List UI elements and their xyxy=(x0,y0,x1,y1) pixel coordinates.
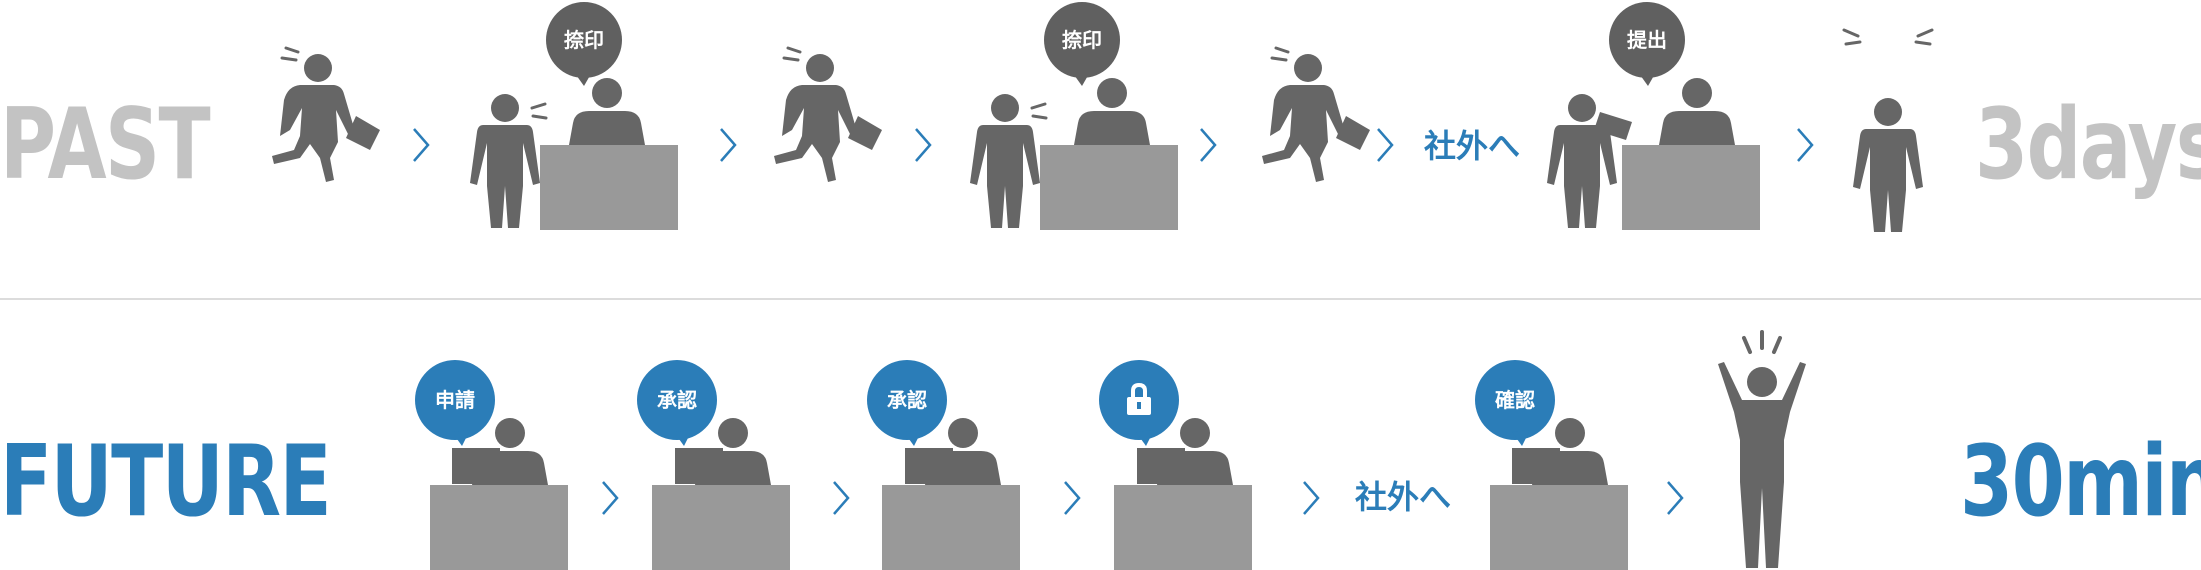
outside-label: 社外へ xyxy=(1424,127,1520,165)
past-standing-2 xyxy=(970,94,1040,228)
past-label: PAST xyxy=(0,88,211,202)
chevron-icon xyxy=(414,129,428,161)
bubble-label: 捺印 xyxy=(1062,28,1102,52)
desk xyxy=(540,145,678,230)
stamp-bubble-2 xyxy=(1044,2,1120,78)
bubble-label: 確認 xyxy=(1495,388,1535,412)
laptop-icon xyxy=(452,448,500,484)
speech-marks-icon xyxy=(1030,102,1048,120)
laptop-icon xyxy=(1512,448,1560,484)
past-runner-2 xyxy=(774,48,882,182)
bubble-label: 承認 xyxy=(887,388,927,412)
past-final-person xyxy=(1853,98,1923,232)
laptop-icon xyxy=(905,448,953,484)
laptop-icon xyxy=(1137,448,1185,484)
outside-label: 社外へ xyxy=(1355,478,1451,516)
bubble-label: 捺印 xyxy=(564,28,604,52)
desk xyxy=(1490,485,1628,570)
chevron-icon xyxy=(1063,480,1081,516)
desk xyxy=(1040,145,1178,230)
desk xyxy=(430,485,568,570)
laptop-icon xyxy=(675,448,723,484)
chevron-icon xyxy=(1666,480,1684,516)
chevron-icon xyxy=(916,129,930,161)
bubble-label: 申請 xyxy=(435,388,475,412)
past-seated-2 xyxy=(1074,78,1150,145)
future-row: 申請 承認 承認 社外へ xyxy=(415,330,1806,570)
desk xyxy=(1622,145,1760,230)
stamp-bubble-1 xyxy=(546,2,622,78)
chevron-icon xyxy=(1201,129,1215,161)
speech-marks-icon xyxy=(530,102,548,120)
bubble-label: 提出 xyxy=(1627,28,1667,52)
future-cheering-person xyxy=(1718,362,1806,568)
desk xyxy=(1114,485,1252,570)
surprise-marks-icon xyxy=(1842,28,1934,46)
past-runner-3 xyxy=(1262,48,1370,182)
past-standing-1 xyxy=(470,94,540,228)
confirm-bubble xyxy=(1475,360,1555,440)
past-duration: 3days xyxy=(1975,88,2201,202)
chevron-icon xyxy=(601,480,619,516)
approve-bubble-1 xyxy=(637,360,717,440)
chevron-icon xyxy=(1302,480,1320,516)
chevron-icon xyxy=(1798,129,1812,161)
document-icon xyxy=(1594,112,1632,140)
submit-bubble xyxy=(1609,2,1685,78)
joy-marks-icon xyxy=(1742,330,1782,354)
desk xyxy=(882,485,1020,570)
chevron-icon xyxy=(1378,129,1392,161)
section-divider xyxy=(0,298,2201,300)
future-label: FUTURE xyxy=(0,425,332,539)
chevron-icon xyxy=(832,480,850,516)
desk xyxy=(652,485,790,570)
bubble-label: 承認 xyxy=(657,388,697,412)
past-seated-3 xyxy=(1659,78,1735,145)
past-runner-1 xyxy=(272,48,380,182)
future-duration: 30min xyxy=(1960,425,2201,539)
past-seated-1 xyxy=(569,78,645,145)
approve-bubble-2 xyxy=(867,360,947,440)
chevron-icon xyxy=(721,129,735,161)
past-row: 捺印 捺印 社外へ 提出 xyxy=(272,2,1934,232)
apply-bubble xyxy=(415,360,495,440)
